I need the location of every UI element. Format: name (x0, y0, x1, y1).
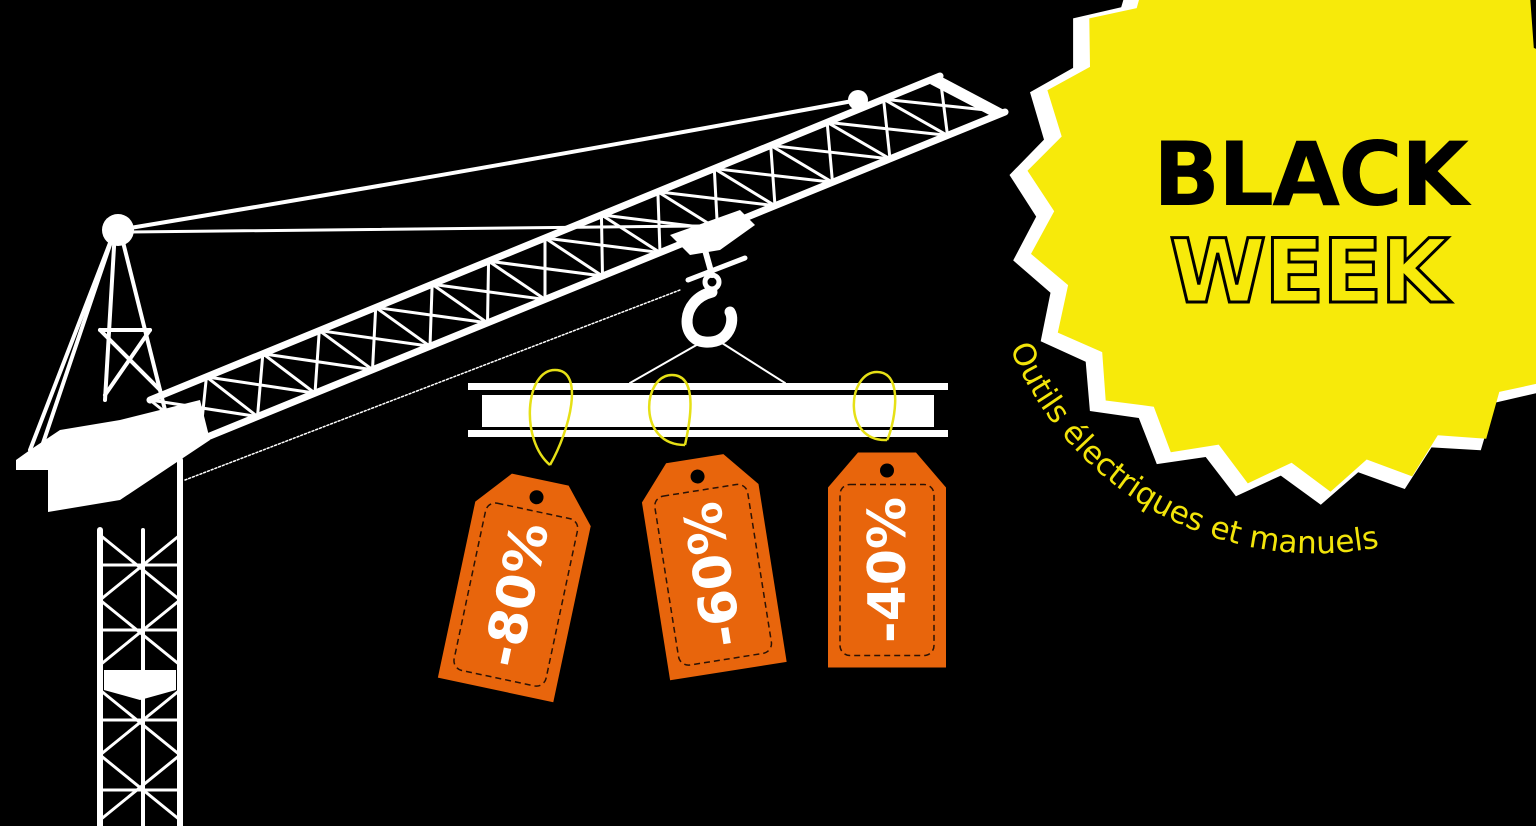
tag-body (437, 473, 591, 703)
badge-starburst (1027, 0, 1536, 492)
jib-truss-strut (599, 213, 662, 255)
crane-hook-icon (629, 210, 786, 384)
jib-truss-strut (148, 398, 202, 442)
price-tag-1[interactable]: -60% (636, 373, 787, 681)
jib-pulley (848, 90, 868, 110)
crane-jib (146, 72, 1009, 444)
jib-truss-strut (430, 282, 489, 325)
tag-hole (880, 463, 894, 478)
tag-string (647, 373, 692, 447)
jib-truss-strut (769, 143, 777, 208)
jib-truss-strut (317, 329, 374, 372)
jib-truss-strut (374, 305, 432, 348)
jib-truss-strut (712, 167, 777, 208)
crane-tie-cable-2 (128, 224, 702, 234)
tag-hole (529, 490, 544, 505)
badge-title-line1: BLACK (1153, 123, 1472, 226)
jib-truss-strut (543, 236, 604, 278)
jib-truss-strut (256, 352, 265, 419)
jib-truss-strut (769, 143, 834, 184)
tag-stitching (453, 502, 579, 687)
apex-pulley (102, 214, 134, 246)
price-tag-0[interactable]: -80% (437, 368, 598, 703)
badge-title-line2: WEEK (1169, 220, 1451, 323)
tag-string (528, 368, 574, 466)
black-week-badge[interactable]: BLACK WEEK (1009, 0, 1536, 505)
crane-apex (28, 228, 167, 454)
jib-truss-strut (938, 74, 949, 137)
jib-truss-strut (825, 120, 892, 161)
jib-truss-strut (428, 282, 434, 348)
jib-truss-strut (198, 375, 208, 442)
tag-body (641, 454, 787, 681)
jib-truss-strut (486, 259, 491, 325)
jib-truss-strut (487, 259, 547, 301)
price-tag-2[interactable]: -40% (828, 370, 946, 668)
tag-stitching (839, 483, 935, 657)
trolley-cable (184, 289, 681, 481)
steel-beam-icon (468, 383, 948, 437)
jib-truss-strut (371, 305, 378, 372)
crane-mast (97, 457, 183, 826)
jib-truss-strut (656, 190, 662, 255)
jib-truss-strut (882, 97, 892, 161)
jib-truss-strut (261, 352, 317, 395)
jib-truss-strut (599, 213, 604, 278)
tag-string (852, 370, 897, 442)
tag-discount-label: -40% (858, 497, 918, 643)
tower-crane-icon (16, 72, 1009, 826)
crane-cab (16, 400, 210, 512)
jib-truss-strut (204, 375, 259, 419)
jib-truss-strut (313, 329, 321, 395)
tag-stitching (654, 483, 773, 666)
jib-truss-strut (882, 97, 949, 137)
price-tags: -80% -60% -40% (437, 368, 946, 703)
crane-tie-cable (128, 98, 860, 230)
tag-body (828, 452, 946, 668)
tag-hole (690, 469, 705, 484)
jib-truss-strut (825, 120, 834, 184)
